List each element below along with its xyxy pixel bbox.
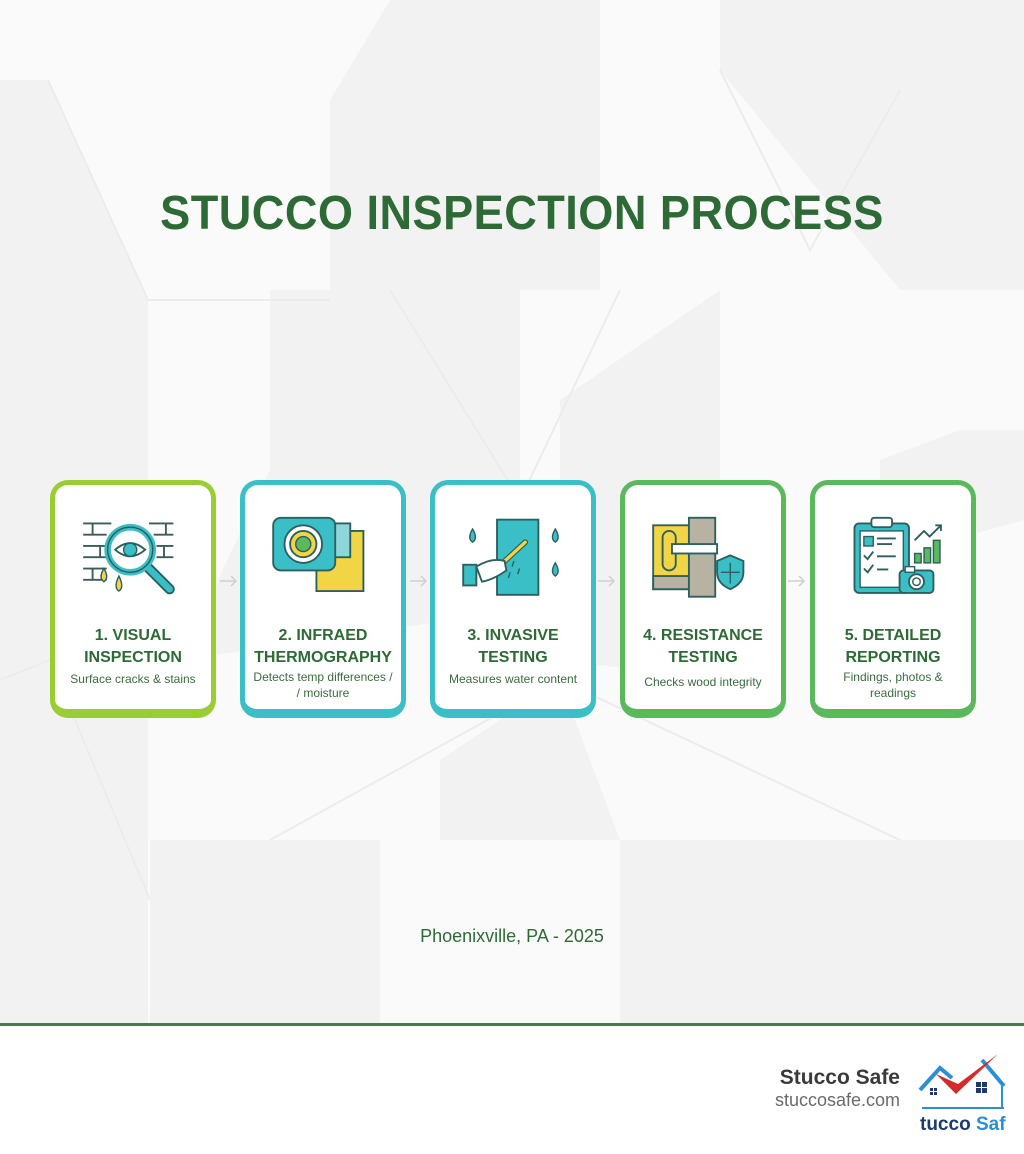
step-label: 2. INFRAED THERMOGRAPHY [254,627,392,666]
step-label: 4. RESISTANCE TESTING [643,627,763,666]
footer-divider [0,1023,1024,1026]
page-title: STUCCO INSPECTION PROCESS [160,187,884,240]
stucco-safe-logo-icon: tucco Saf [918,1054,1006,1134]
step-card-infrared-thermography: 2. INFRAED THERMOGRAPHY Detects temp dif… [240,480,406,718]
step-card-visual-inspection: 1. VISUAL INSPECTION Surface cracks & st… [50,480,216,718]
arrow-right-icon [410,575,428,587]
arrow-right-icon [598,575,616,587]
step-card-resistance-testing: 4. RESISTANCE TESTING Checks wood integr… [620,480,786,718]
step-label: 5. DETAILED REPORTING [844,627,942,666]
step-description: Checks wood integrity [644,675,762,689]
process-steps: 1. VISUAL INSPECTION Surface cracks & st… [50,480,976,720]
step-card-detailed-reporting: 5. DETAILED REPORTING Findings, photos &… [810,480,976,718]
step-label: 3. INVASIVE TESTING [467,627,559,666]
location-date: Phoenixville, PA - 2025 [420,926,604,946]
brand-url[interactable]: stuccosafe.com [774,1090,900,1110]
magnifier-eye-wall-icon [83,522,175,595]
probe-hand-water-icon [462,518,559,596]
thermal-camera-icon [272,516,365,593]
svg-text:tucco Saf: tucco Saf [920,1114,1006,1134]
step-label: 1. VISUAL INSPECTION [84,627,182,666]
step-description: Measures water content [448,672,578,686]
step-card-invasive-testing: 3. INVASIVE TESTING Measures water conte… [430,480,596,718]
arrow-right-icon [788,575,806,587]
brand-name: Stucco Safe [779,1066,900,1089]
step-description: Surface cracks & stains [70,672,196,686]
wood-shield-icon [652,516,745,598]
arrow-right-icon [220,575,238,587]
step-description: Findings, photos & readings [843,670,943,700]
footer: Stucco Safe stuccosafe.com tucco Saf [0,1026,1024,1154]
step-description: Detects temp differences / / moisture [253,670,393,700]
clipboard-camera-chart-icon [853,516,942,594]
